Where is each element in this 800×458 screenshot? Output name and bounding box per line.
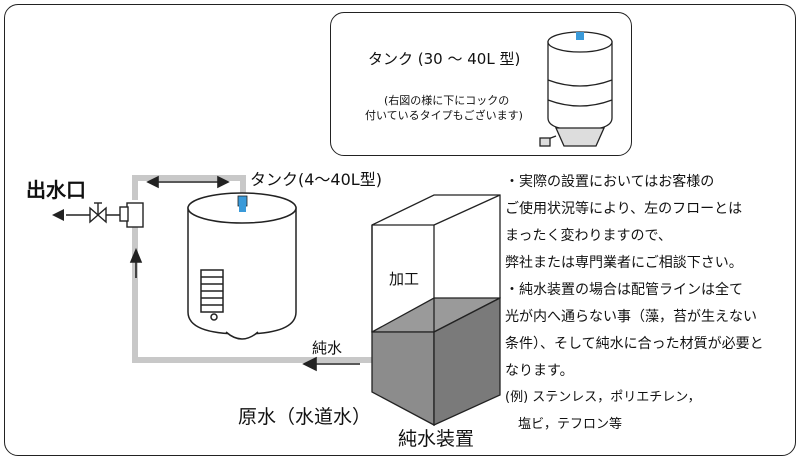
main-tank-icon [187,192,297,340]
inset-note-line-2: 付いているタイプもございます) [365,109,523,122]
note-line: 条件）、そして純水に合った材質が必要と [505,336,764,352]
inset-tank-label: タンク (30 ～ 40L 型) [368,50,521,68]
processing-label: 加工 [389,270,420,288]
pure-water-label: 純水 [312,339,343,357]
outer-frame [4,4,796,456]
outlet-arrow [52,209,64,221]
device-label: 純水装置 [398,428,475,450]
inset-tank-valve-icon [576,32,584,40]
note-line: 弊社または専門業者にご相談下さい。 [505,255,743,271]
device-box [371,194,501,427]
inset-note-line-1: (右図の様に下にコックの [384,94,510,107]
inset-frame [330,12,632,156]
pipe-route [132,175,372,363]
main-tank-label: タンク(4～40L型) [250,170,382,189]
tee-fitting [119,202,144,228]
note-line: ・実際の設置においてはお客様の [505,174,715,190]
outlet-label: 出水口 [26,178,86,202]
outlet-valve [66,202,120,224]
note-line: なります。 [505,363,574,379]
main-tank-valve-icon [237,195,248,212]
flow-arrows [129,175,360,372]
note-line: (例) ステンレス，ポリエチレン， [505,390,701,405]
note-line: 光が内へ通らない事（藻，苔が生えない [505,309,757,325]
note-line: ご使用状況等により、左のフローとは [505,201,743,217]
inset-tank-icon [539,31,613,147]
note-line: まったく変わりますので、 [505,228,672,244]
note-line: 塩ビ，テフロン等 [505,417,623,432]
note-line: ・純水装置の場合は配管ラインは全て [505,282,743,298]
raw-water-label: 原水（水道水） [238,406,372,428]
